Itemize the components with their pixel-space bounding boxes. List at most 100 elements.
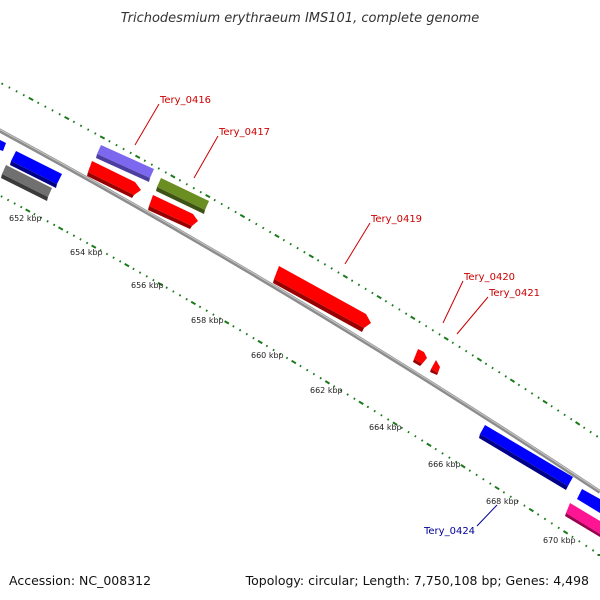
gene-label-tery-0419[interactable]: Tery_0419 <box>370 214 422 225</box>
genome-summary-text: Topology: circular; Length: 7,750,108 bp… <box>245 573 589 588</box>
outer-ring-minor-tick <box>303 250 306 254</box>
inner-ring-minor-tick <box>238 328 242 332</box>
outer-ring-minor-tick <box>350 279 354 282</box>
inner-ring-minor-tick <box>366 405 370 409</box>
position-label-656: 656 kbp <box>131 281 164 290</box>
inner-ring-minor-tick <box>245 332 248 336</box>
outer-ring-minor-tick <box>316 259 320 262</box>
inner-ring-minor-tick <box>571 535 574 539</box>
outer-ring-minor-tick <box>364 287 367 291</box>
outer-ring-minor-tick <box>227 206 230 210</box>
inner-ring-minor-tick <box>454 460 458 464</box>
gene-feature-red-2[interactable] <box>148 195 198 229</box>
gene-feature-blue-left[interactable] <box>0 140 6 151</box>
gene-feature-blue-2[interactable] <box>479 425 573 490</box>
outer-ring-minor-tick <box>108 139 111 143</box>
gene-feature-tery-0419[interactable] <box>273 266 371 332</box>
inner-ring-major-tick <box>324 380 331 385</box>
outer-ring-minor-tick <box>8 86 11 89</box>
inner-ring-major-tick <box>562 530 569 535</box>
inner-ring-minor-tick <box>52 223 56 227</box>
gene-label-tery-0416[interactable]: Tery_0416 <box>159 95 211 106</box>
gene-label-tery-0417[interactable]: Tery_0417 <box>218 127 270 138</box>
inner-ring-minor-tick <box>306 368 309 372</box>
outer-ring-minor-tick <box>458 345 461 349</box>
inner-ring-minor-tick <box>39 216 43 219</box>
inner-ring-minor-tick <box>353 397 356 400</box>
inner-ring-minor-tick <box>13 202 16 205</box>
outer-ring-minor-tick <box>185 183 188 186</box>
gene-feature-pink[interactable] <box>565 503 600 537</box>
inner-ring-minor-tick <box>252 336 255 340</box>
outer-ring-minor-tick <box>150 163 153 166</box>
gene-feature-tery-0420[interactable] <box>413 349 427 366</box>
inner-ring-minor-tick <box>198 305 202 309</box>
outer-ring-minor-tick <box>424 324 428 328</box>
genome-backbone <box>0 128 600 494</box>
outer-ring-major-tick <box>542 399 548 405</box>
outer-ring-minor-tick <box>282 238 286 242</box>
outer-ring-major-tick <box>476 357 483 362</box>
connector-tery-0420 <box>442 280 464 324</box>
inner-ring-minor-tick <box>272 348 275 352</box>
outer-ring-minor-tick <box>556 409 560 412</box>
gene-feature-blue-3[interactable] <box>577 489 600 513</box>
inner-ring-minor-tick <box>6 198 10 202</box>
gene-feature-gray[interactable] <box>1 165 52 201</box>
inner-ring-minor-tick <box>509 495 512 499</box>
outer-ring-minor-tick <box>550 404 553 408</box>
gene-label-tery-0420[interactable]: Tery_0420 <box>463 272 515 283</box>
outer-ring-minor-tick <box>357 283 361 287</box>
inner-ring-minor-tick <box>72 234 76 237</box>
outer-ring-minor-tick <box>122 147 125 151</box>
inner-ring-minor-tick <box>20 205 23 209</box>
outer-ring-minor-tick <box>524 387 527 391</box>
inner-ring-minor-tick <box>387 418 390 421</box>
outer-ring-minor-tick <box>595 435 599 438</box>
inner-ring-minor-tick <box>441 452 444 455</box>
outer-ring-minor-tick <box>504 375 508 378</box>
gene-feature-tery-0421[interactable] <box>430 360 440 375</box>
inner-ring-minor-tick <box>585 544 588 548</box>
gene-feature-blue-1[interactable] <box>10 151 62 188</box>
gene-feature-tery-0417[interactable] <box>156 178 209 214</box>
inner-ring-major-tick <box>124 263 130 268</box>
inner-ring-minor-tick <box>312 372 316 376</box>
inner-ring-major-tick <box>494 485 500 491</box>
outer-ring-minor-tick <box>484 362 488 366</box>
outer-ring-minor-tick <box>497 370 501 374</box>
inner-ring-minor-tick <box>265 344 269 348</box>
inner-ring-minor-tick <box>279 352 282 356</box>
inner-ring-minor-tick <box>489 482 492 485</box>
inner-ring-minor-tick <box>468 469 471 472</box>
outer-ring-minor-tick <box>464 349 468 353</box>
inner-ring-minor-tick <box>152 278 155 282</box>
gene-feature-tery-0416[interactable] <box>96 145 154 182</box>
outer-ring-minor-tick <box>404 312 408 315</box>
inner-ring-minor-tick <box>434 447 437 451</box>
connector-tery-0424 <box>476 504 498 527</box>
inner-ring-major-tick <box>25 208 31 213</box>
inner-ring-minor-tick <box>178 294 182 297</box>
inner-ring-minor-tick <box>536 513 540 516</box>
gene-label-tery-0424[interactable]: Tery_0424 <box>423 526 475 537</box>
outer-ring-minor-tick <box>22 93 25 97</box>
backbone-line <box>0 128 600 494</box>
inner-ring-minor-tick <box>119 260 122 263</box>
position-label-668: 668 kbp <box>486 497 519 506</box>
gene-label-tery-0421[interactable]: Tery_0421 <box>488 288 540 299</box>
position-label-658: 658 kbp <box>191 316 224 325</box>
inner-ring-minor-tick <box>138 271 142 274</box>
outer-ring-major-tick <box>99 135 106 140</box>
inner-ring-minor-tick <box>299 364 302 368</box>
outer-ring-minor-tick <box>44 105 47 108</box>
outer-ring-minor-tick <box>248 218 251 222</box>
outer-ring-minor-tick <box>330 267 333 270</box>
outer-ring-minor-tick <box>79 124 83 128</box>
gene-feature-red-1[interactable] <box>87 161 141 198</box>
outer-ring-major-tick <box>342 274 349 279</box>
outer-ring-major-tick <box>205 194 211 199</box>
position-label-654: 654 kbp <box>70 248 103 257</box>
inner-ring-minor-tick <box>543 517 547 521</box>
